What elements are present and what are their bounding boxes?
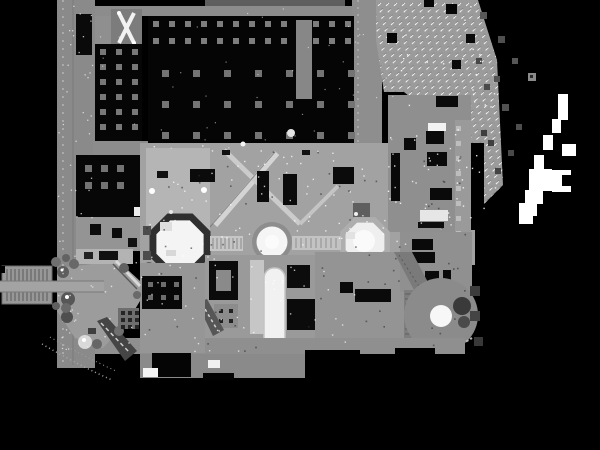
south-promenade <box>41 263 465 381</box>
parking-lot-northwest <box>95 44 142 141</box>
circle-pavilion-center <box>252 222 292 262</box>
south-center-buildings <box>197 255 328 355</box>
edge-masks <box>0 143 600 450</box>
parking-lot-main <box>148 16 355 143</box>
circle-plaza-southeast <box>404 278 483 352</box>
pier-west <box>0 254 104 313</box>
highrise-highlight-east <box>519 94 576 224</box>
pentagon-plaza-southwest <box>57 249 142 361</box>
walkway-connectors <box>210 236 341 251</box>
octagon-pavilion-west <box>143 210 211 275</box>
northwest-block <box>76 9 142 55</box>
mid-left-block <box>76 155 145 251</box>
east-buildings <box>388 95 471 268</box>
speckle-noise <box>58 5 497 353</box>
northeast-fade-squares <box>476 12 536 174</box>
